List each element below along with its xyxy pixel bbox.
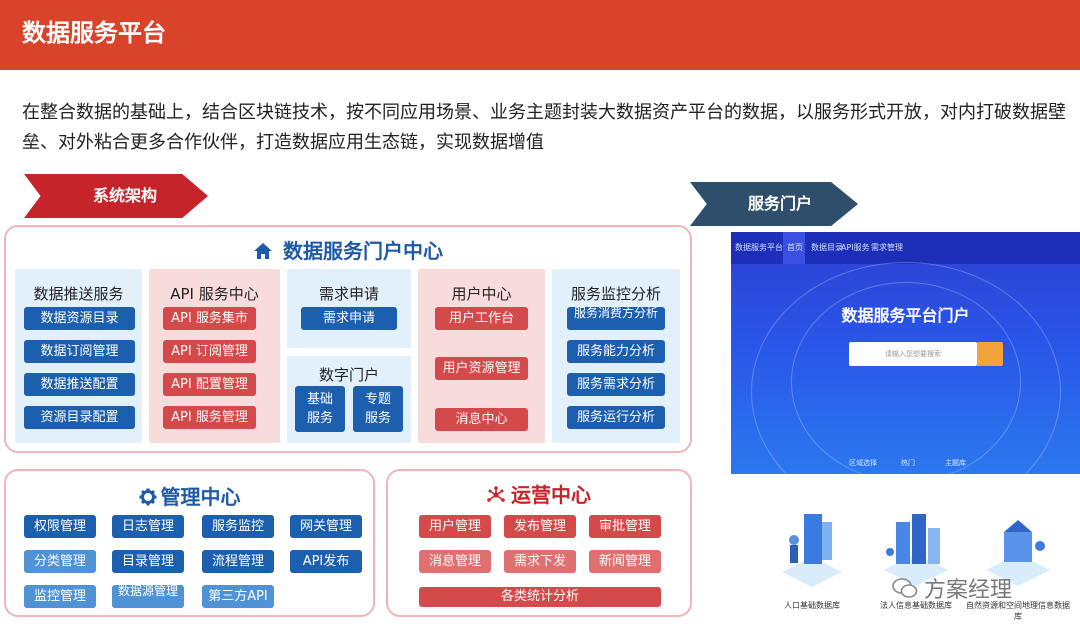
portal-screenshot: 数据服务平台门户 首页 数据目录 API服务 需求管理 数据服务平台门户 请输入… [731,232,1080,474]
management-title-row: 管理中心 [6,481,373,511]
data-push-config-button[interactable]: 数据推送配置 [24,373,135,396]
portal-decor-ring [751,262,1061,474]
message-center-button[interactable]: 消息中心 [435,408,528,431]
monitor-manage-button[interactable]: 监控管理 [24,585,96,608]
operations-title-row: 运营中心 [388,479,690,509]
demand-dispatch-button[interactable]: 需求下发 [504,550,576,573]
gateway-button[interactable]: 网关管理 [290,515,362,538]
consumer-analysis-button[interactable]: 服务消费方分析 [567,307,665,330]
api-service-column: API 服务中心 API 服务集市 API 订阅管理 API 配置管理 API … [149,269,280,443]
operation-analysis-button[interactable]: 服务运行分析 [567,406,665,429]
portal-nav-home[interactable]: 首页 [783,232,805,264]
portal-search-button[interactable] [977,342,1003,366]
watermark-text: 方案经理 [924,578,1013,603]
portal-nav-bar: 数据服务平台门户 首页 数据目录 API服务 需求管理 [731,232,1080,264]
portal-tab[interactable]: 区域选择 [849,459,877,467]
basic-service-button[interactable]: 基础 服务 [295,386,345,432]
portal-center-panel: 数据服务门户中心 数据推送服务 数据资源目录 数据订阅管理 数据推送配置 资源目… [4,225,692,453]
portal-heading: 数据服务平台门户 [841,306,970,325]
user-workbench-button[interactable]: 用户工作台 [435,307,528,330]
push-service-title: 数据推送服务 [33,285,124,303]
management-center-panel: 管理中心 权限管理 日志管理 服务监控 网关管理 分类管理 目录管理 流程管理 … [4,469,375,617]
user-center-title: 用户中心 [451,285,512,303]
api-publish-button[interactable]: API发布 [290,550,362,573]
natural-resource-db-illustration [978,492,1058,602]
user-center-column: 用户中心 用户工作台 用户资源管理 消息中心 [418,269,545,443]
home-icon [253,241,273,265]
portal-tab[interactable]: 热门 [901,459,915,467]
legal-person-db-illustration [876,492,956,602]
system-architecture-label: 系统架构 [24,174,208,218]
demand-title: 需求申请 [318,285,379,303]
publish-manage-button[interactable]: 发布管理 [504,515,576,538]
api-market-button[interactable]: API 服务集市 [163,307,256,330]
population-db-label: 人口基础数据库 [784,601,840,610]
service-monitor-column: 服务监控分析 服务消费方分析 服务能力分析 服务需求分析 服务运行分析 [552,269,680,443]
natural-resource-db-label: 自然资源和空间地理信息数据库 [966,601,1070,621]
log-button[interactable]: 日志管理 [112,515,184,538]
watermark: 方案经理 [892,572,1012,605]
population-db-illustration [772,492,852,602]
portal-center-title-row: 数据服务门户中心 [6,235,690,265]
wechat-icon [892,577,918,605]
demand-request-button[interactable]: 需求申请 [301,307,397,330]
permission-button[interactable]: 权限管理 [24,515,96,538]
digital-portal-column: 数字门户 基础 服务 专题 服务 [287,356,411,443]
portal-nav-api[interactable]: API服务 [841,243,870,252]
portal-nav-demand[interactable]: 需求管理 [871,243,903,252]
data-resource-catalog-button[interactable]: 数据资源目录 [24,307,135,330]
catalog-button[interactable]: 目录管理 [112,550,184,573]
api-subscription-button[interactable]: API 订阅管理 [163,340,256,363]
portal-search-input[interactable]: 请输入您想要搜索 [849,342,977,366]
user-manage-button[interactable]: 用户管理 [419,515,491,538]
approval-manage-button[interactable]: 审批管理 [589,515,661,538]
topic-service-button[interactable]: 专题 服务 [353,386,403,432]
demand-column: 需求申请 需求申请 [287,269,411,348]
legal-person-db-label: 法人信息基础数据库 [880,601,952,610]
third-party-api-button[interactable]: 第三方API [202,585,274,608]
operations-center-panel: 运营中心 用户管理 发布管理 审批管理 消息管理 需求下发 新闻管理 各类统计分… [386,469,692,617]
portal-search-placeholder: 请输入您想要搜索 [885,350,941,358]
portal-brand: 数据服务平台门户 [735,243,799,252]
digital-portal-title: 数字门户 [318,366,379,384]
portal-nav-catalog[interactable]: 数据目录 [811,243,843,252]
portal-center-title: 数据服务门户中心 [283,239,443,263]
gear-icon [139,487,157,511]
push-service-column: 数据推送服务 数据资源目录 数据订阅管理 数据推送配置 资源目录配置 [15,269,142,443]
resource-catalog-config-button[interactable]: 资源目录配置 [24,406,135,429]
service-portal-label: 服务门户 [690,182,858,226]
statistics-button[interactable]: 各类统计分析 [419,587,661,607]
api-service-title: API 服务中心 [170,285,259,303]
capability-analysis-button[interactable]: 服务能力分析 [567,340,665,363]
intro-paragraph: 在整合数据的基础上，结合区块链技术，按不同应用场景、业务主题封装大数据资产平台的… [22,102,1066,153]
demand-analysis-button[interactable]: 服务需求分析 [567,373,665,396]
portal-tab[interactable]: 主题库 [945,459,966,467]
page-title: 数据服务平台 [0,0,1080,70]
service-monitor-title: 服务监控分析 [570,285,661,303]
user-resource-button[interactable]: 用户资源管理 [435,357,528,380]
service-monitor-button[interactable]: 服务监控 [202,515,274,538]
workflow-button[interactable]: 流程管理 [202,550,274,573]
news-manage-button[interactable]: 新闻管理 [589,550,661,573]
message-manage-button[interactable]: 消息管理 [419,550,491,573]
management-title: 管理中心 [160,485,241,509]
api-management-button[interactable]: API 服务管理 [163,406,256,429]
portal-tabs: 区域选择 热门 主题库 [849,458,1019,470]
network-icon [487,485,505,509]
category-button[interactable]: 分类管理 [24,550,96,573]
data-subscription-button[interactable]: 数据订阅管理 [24,340,135,363]
datasource-button[interactable]: 数据源管理 [112,585,184,608]
api-config-button[interactable]: API 配置管理 [163,373,256,396]
operations-title: 运营中心 [511,483,591,507]
